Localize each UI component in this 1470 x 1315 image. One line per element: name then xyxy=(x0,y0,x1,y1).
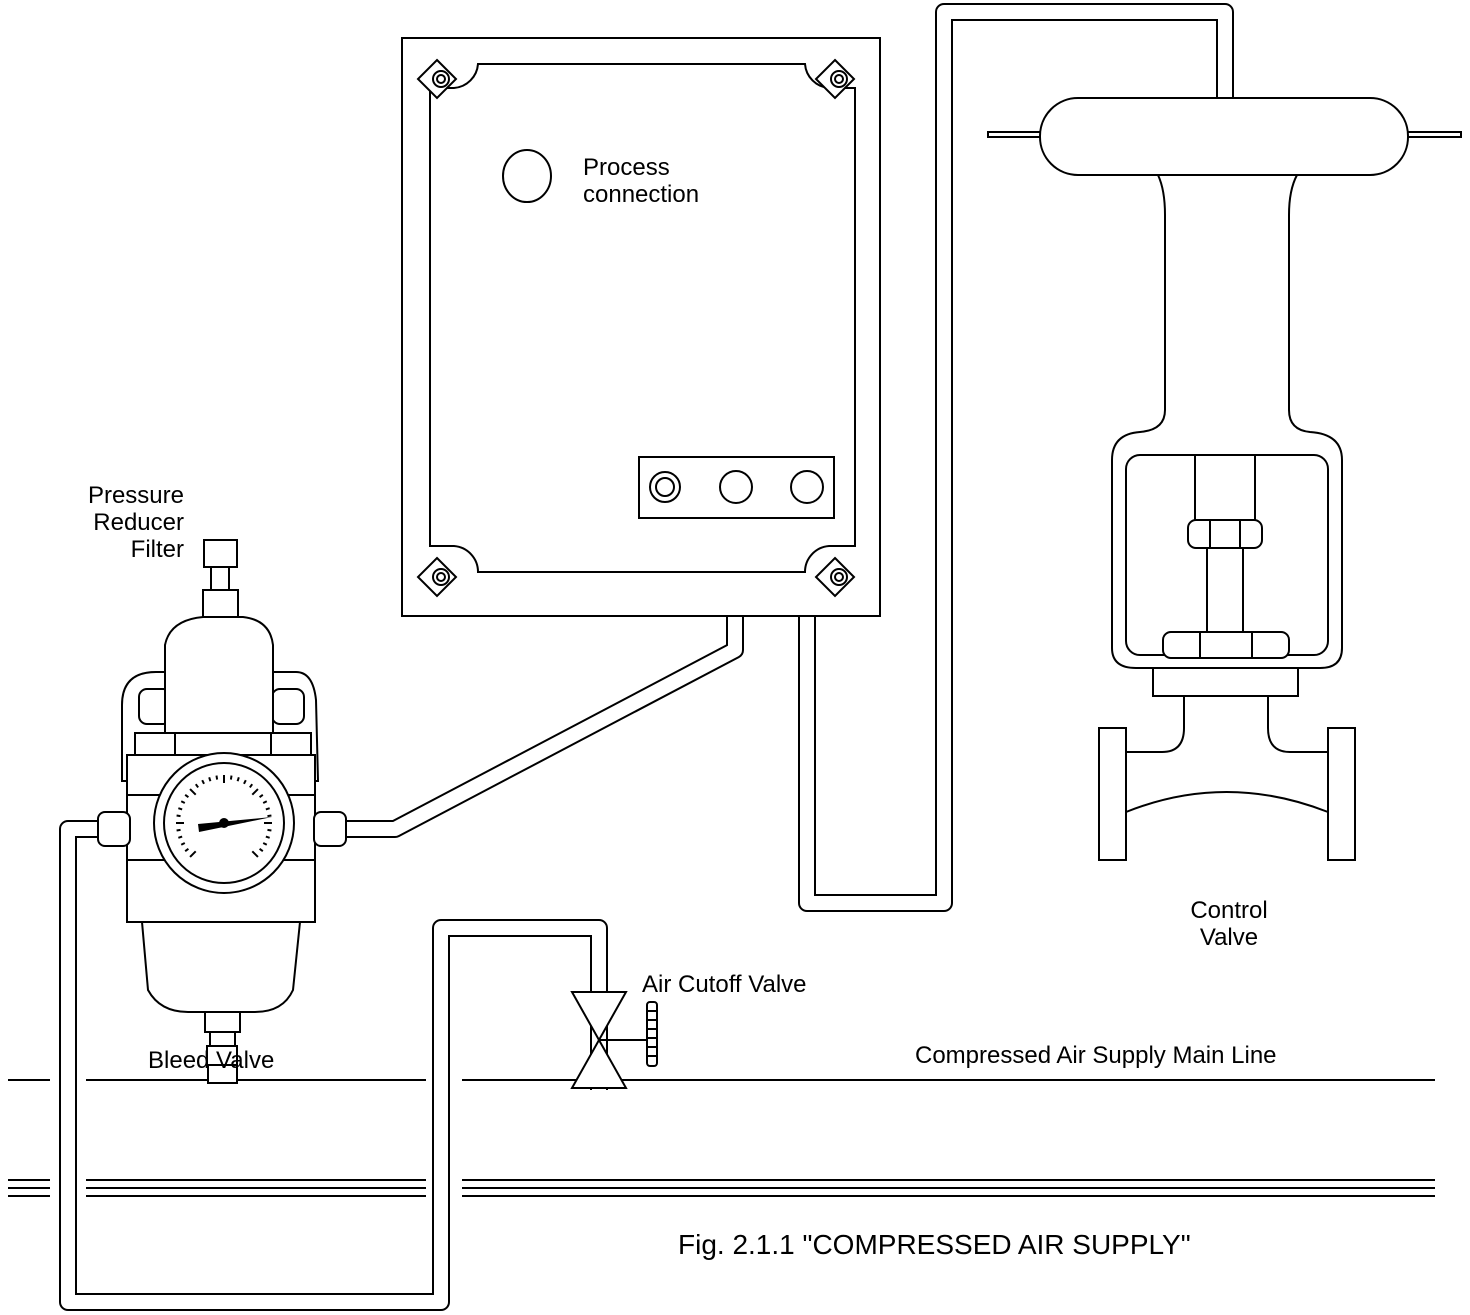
corner-screw xyxy=(416,556,458,598)
gauge-tick xyxy=(184,848,189,853)
gauge-tick xyxy=(243,779,247,785)
pressure-gauge xyxy=(153,752,295,894)
gauge-tick xyxy=(208,777,212,782)
gauge-tick xyxy=(265,807,270,811)
pressure-reducer-filter xyxy=(97,539,347,1084)
svg-text:Control: Control xyxy=(1190,897,1267,924)
gauge-tick xyxy=(189,788,197,796)
main-line-label: Compressed Air Supply Main Line xyxy=(915,1042,1277,1069)
gauge-tick xyxy=(251,850,259,858)
bleed-valve-label: Bleed Valve xyxy=(148,1047,274,1074)
bleed-valve-fitting xyxy=(204,1011,241,1084)
gauge-tick xyxy=(180,842,186,846)
gauge-tick xyxy=(189,850,197,858)
gauge-tick xyxy=(259,848,264,853)
gauge-tick xyxy=(178,807,183,811)
figure-caption: Fig. 2.1.1 "COMPRESSED AIR SUPPLY" xyxy=(678,1229,1191,1260)
controller-enclosure xyxy=(401,37,881,617)
pressure-reducer-filter-label: Pressure Reducer Filter xyxy=(88,482,184,563)
svg-text:Pressure: Pressure xyxy=(88,482,184,509)
gauge-tick xyxy=(180,800,186,804)
air-cutoff-valve xyxy=(570,991,658,1089)
corner-screw xyxy=(814,556,856,598)
corner-screw xyxy=(416,58,458,100)
svg-text:connection: connection xyxy=(583,181,699,208)
gauge-tick xyxy=(176,814,181,818)
gauge-tick xyxy=(194,783,199,788)
control-valve-label: Control Valve xyxy=(1190,897,1267,951)
compressed-air-main-line xyxy=(8,1079,1435,1197)
gauge-tick xyxy=(215,775,219,780)
gauge-tick xyxy=(267,828,272,832)
svg-text:Filter: Filter xyxy=(131,536,184,563)
gauge-tick xyxy=(201,779,205,785)
gauge-tick xyxy=(259,793,264,798)
process-connection-port xyxy=(502,149,552,203)
svg-text:Process: Process xyxy=(583,154,670,181)
gauge-tick xyxy=(262,800,268,804)
gauge-tick xyxy=(262,842,268,846)
process-connection-label: Process connection xyxy=(583,154,699,208)
gauge-tick xyxy=(267,814,272,818)
gauge-tick xyxy=(265,835,270,839)
corner-screw xyxy=(814,58,856,100)
gauge-tick xyxy=(249,783,254,788)
control-valve xyxy=(987,97,1462,861)
gauge-tick xyxy=(251,788,259,796)
gauge-tick xyxy=(184,793,189,798)
svg-text:Reducer: Reducer xyxy=(93,509,184,536)
pneumatic-port-block xyxy=(638,456,835,519)
svg-text:Valve: Valve xyxy=(1200,924,1258,951)
gauge-tick xyxy=(178,835,183,839)
gauge-tick xyxy=(176,828,181,832)
air-cutoff-valve-label: Air Cutoff Valve xyxy=(642,971,807,998)
gauge-tick xyxy=(229,775,233,780)
gauge-tick xyxy=(236,777,240,782)
